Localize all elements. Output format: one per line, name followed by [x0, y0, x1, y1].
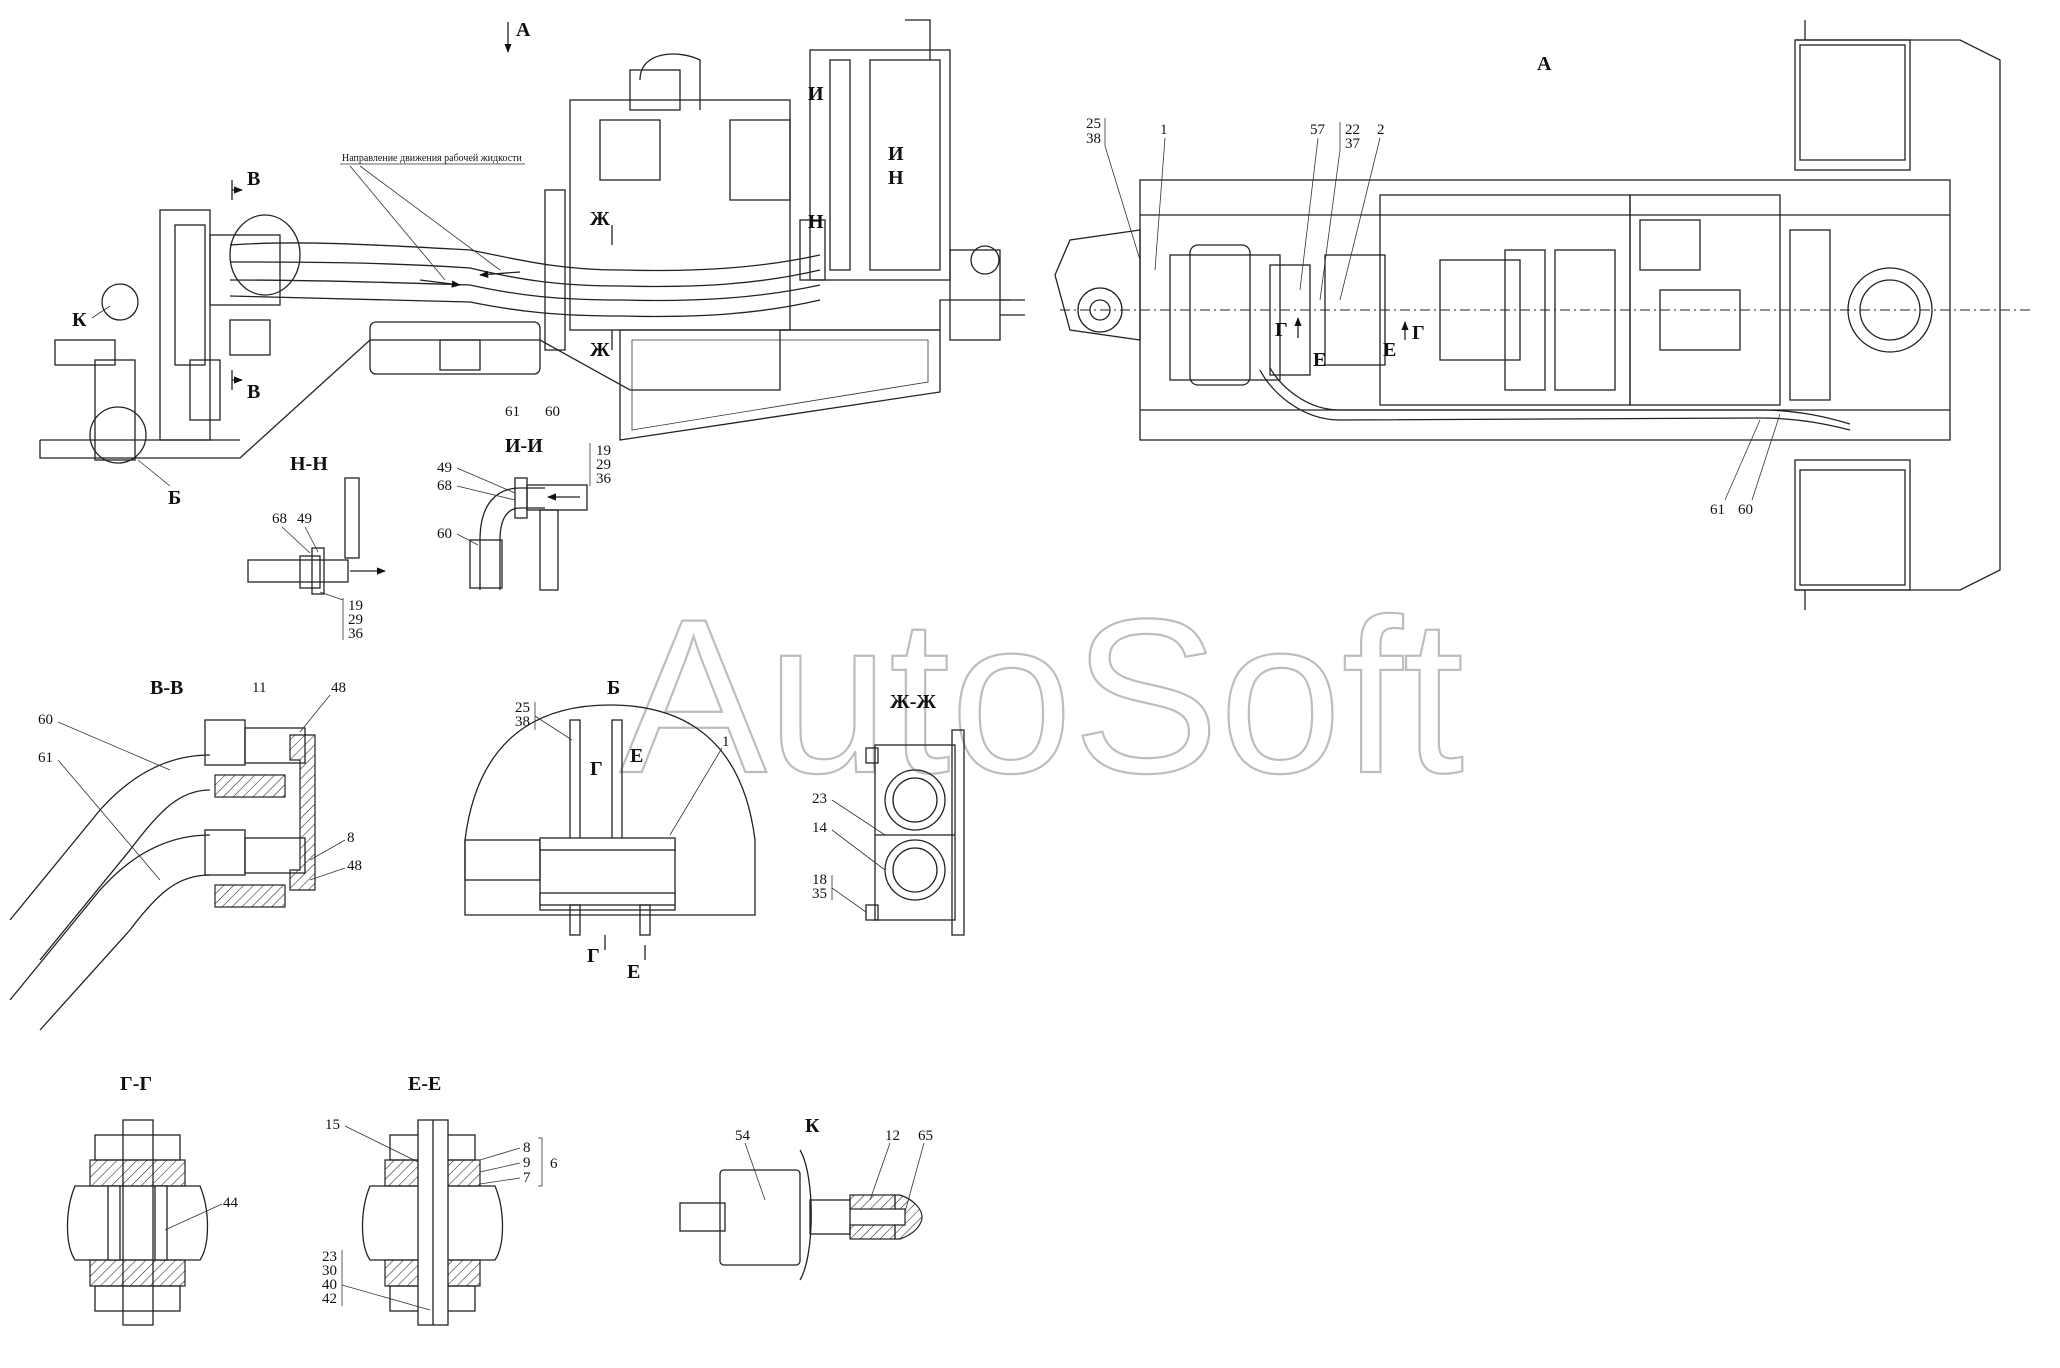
section-e-e: Е-Е 15 8 9 7 6 23 30 40 42	[322, 1073, 558, 1326]
view-a-label-38: 38	[1086, 131, 1101, 147]
detail-k-title: К	[805, 1115, 820, 1137]
hh-label-68: 68	[272, 511, 287, 527]
vv-label-60: 60	[38, 712, 53, 728]
watermark: AutoSoft	[620, 573, 1464, 819]
section-g-g: Г-Г 44	[66, 1073, 239, 1326]
zh-label-14: 14	[812, 820, 828, 836]
detail-b: Б 25 38 1 Г Е Г Е	[464, 677, 756, 983]
detail-k: К 54 12 65	[679, 1115, 933, 1281]
k-label-54: 54	[735, 1128, 751, 1144]
section-i-marker-top: И	[808, 83, 824, 105]
k-label-12: 12	[885, 1128, 900, 1144]
hh-label-36: 36	[348, 626, 364, 642]
zh-label-35: 35	[812, 886, 827, 902]
view-a-marker: А	[516, 19, 531, 41]
view-a-label-2: 2	[1377, 122, 1385, 138]
ee-label-40: 40	[322, 1277, 337, 1293]
section-ii-title: И-И	[505, 435, 543, 457]
section-hh-title: Н-Н	[290, 453, 328, 475]
ee-label-9: 9	[523, 1155, 531, 1171]
view-a-label-60: 60	[1738, 502, 1753, 518]
section-zh-zh: Ж-Ж 23 14 18 35	[812, 691, 965, 936]
b-g-marker-bottom: Г	[587, 945, 600, 967]
k-label-65: 65	[918, 1128, 933, 1144]
side-view: А Направление движения рабочей жидкости	[39, 19, 1025, 509]
view-a-g-marker-left: Г	[1275, 319, 1288, 341]
detail-b-marker: Б	[168, 487, 181, 509]
zh-label-18: 18	[812, 872, 827, 888]
gg-label-44: 44	[223, 1195, 239, 1211]
section-zh-marker-bottom: Ж	[590, 339, 610, 361]
ee-label-6: 6	[550, 1156, 558, 1172]
section-i-marker-bottom: И	[888, 143, 904, 165]
ee-label-23: 23	[322, 1249, 337, 1265]
ii-label-29: 29	[596, 457, 611, 473]
hh-label-49: 49	[297, 511, 312, 527]
vv-label-48-top: 48	[331, 680, 346, 696]
vv-label-11: 11	[252, 680, 266, 696]
section-v-v: В-В 11 48 60 61 8 48	[9, 677, 362, 1031]
ii-label-19: 19	[596, 443, 611, 459]
hh-label-29: 29	[348, 612, 363, 628]
detail-b-title: Б	[607, 677, 620, 699]
ee-label-8: 8	[523, 1140, 531, 1156]
ee-label-42: 42	[322, 1291, 337, 1307]
zh-label-23: 23	[812, 791, 827, 807]
ii-label-36: 36	[596, 471, 612, 487]
vv-label-61: 61	[38, 750, 53, 766]
section-v-marker-top: В	[247, 168, 260, 190]
view-a-label-57: 57	[1310, 122, 1326, 138]
section-vv-title: В-В	[150, 677, 183, 699]
b-g-marker-top: Г	[590, 758, 603, 780]
view-a-e-marker-left: Е	[1313, 349, 1326, 371]
section-n-marker-bottom: Н	[808, 211, 824, 233]
section-v-marker-bottom: В	[247, 381, 260, 403]
ii-label-60: 60	[437, 526, 452, 542]
side-label-60: 60	[545, 404, 560, 420]
section-gg-title: Г-Г	[120, 1073, 152, 1095]
ee-label-7: 7	[523, 1170, 531, 1186]
ii-label-68: 68	[437, 478, 452, 494]
view-a-label-1: 1	[1160, 122, 1168, 138]
section-n-marker-top: Н	[888, 167, 904, 189]
view-a-label-22: 22	[1345, 122, 1360, 138]
view-a-label-37: 37	[1345, 136, 1361, 152]
hh-label-19: 19	[348, 598, 363, 614]
ii-label-49: 49	[437, 460, 452, 476]
view-a-label-61: 61	[1710, 502, 1725, 518]
b-label-38: 38	[515, 714, 530, 730]
section-zh-marker-top: Ж	[590, 208, 610, 230]
vv-label-8: 8	[347, 830, 355, 846]
view-a-e-marker-right: Е	[1383, 339, 1396, 361]
b-e-marker-bottom: Е	[627, 961, 640, 983]
section-ee-title: Е-Е	[408, 1073, 441, 1095]
view-a-title: А	[1537, 53, 1552, 75]
b-e-marker-top: Е	[630, 745, 643, 767]
view-a: А	[1054, 20, 2030, 610]
b-label-25: 25	[515, 700, 530, 716]
view-a-label-25: 25	[1086, 116, 1101, 132]
detail-k-marker: К	[72, 309, 87, 331]
section-h-h: Н-Н 68 49 19 29 36	[247, 453, 386, 642]
ee-label-30: 30	[322, 1263, 337, 1279]
ee-label-15: 15	[325, 1117, 340, 1133]
section-zhzh-title: Ж-Ж	[890, 691, 936, 713]
side-label-61: 61	[505, 404, 520, 420]
flow-direction-note: Направление движения рабочей жидкости	[342, 153, 523, 164]
vv-label-48-bottom: 48	[347, 858, 362, 874]
b-label-1: 1	[722, 734, 730, 750]
view-a-g-marker-right: Г	[1412, 322, 1425, 344]
section-i-i: И-И 49 68 60 19 29 36	[437, 435, 612, 591]
